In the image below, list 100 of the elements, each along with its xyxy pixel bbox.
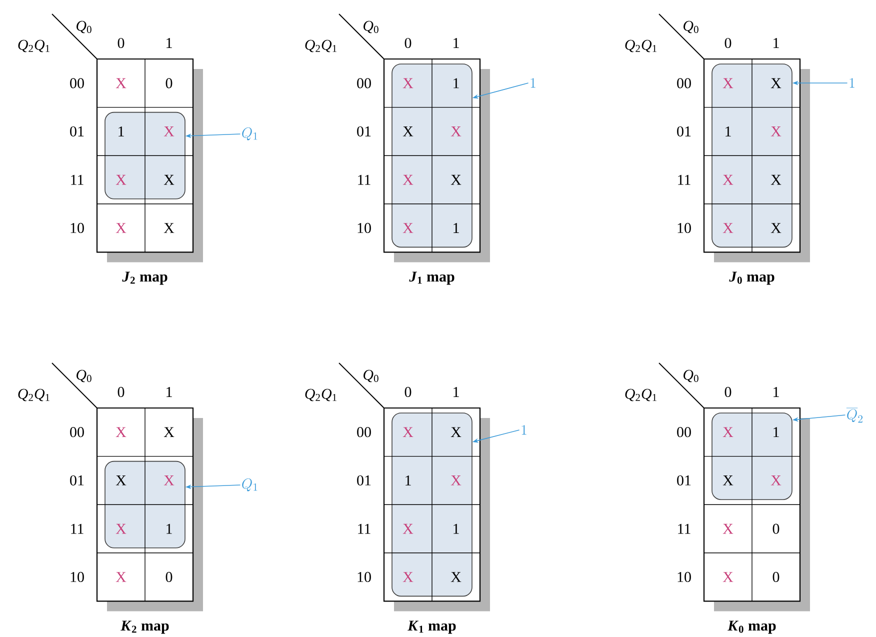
cell-value: X [450,427,462,437]
group-loop [392,64,472,248]
row-header: 10 [358,572,371,582]
cell-value: X [402,572,414,582]
cell-value: X [116,476,126,486]
expression-label: $Q_1$ [242,127,258,140]
cell-value: X [770,78,782,88]
row-header: 00 [357,78,371,88]
cell-value: X [722,572,734,582]
cell-value: X [722,427,734,437]
map-title: J$_{0}$ map [729,272,774,285]
variable-label: Q$_{2}$Q$_{1}$ [625,388,656,402]
cell-value: 1 [454,78,459,88]
cell-value: X [164,476,174,486]
cell-value: X [164,126,174,136]
row-header: 10 [70,572,84,582]
cell-value: X [116,427,126,437]
variable-label: Q$_{2}$Q$_{1}$ [305,40,336,52]
row-header: 10 [678,572,691,582]
group-loop [104,112,186,200]
column-header: 0 [724,386,732,398]
expression-label: $1$ [522,425,526,435]
variable-label: Q$_{2}$Q$_{1}$ [305,388,336,402]
cell-value: X [402,174,414,185]
cell-value: 1 [118,126,124,136]
map-title: J$_{1}$ map [409,272,454,285]
cell-value: X [770,223,782,233]
row-header: 00 [70,427,84,438]
cell-value: X [164,174,174,185]
cell-value: 1 [726,126,731,136]
cell-value: X [450,126,462,136]
column-header: 0 [118,386,124,398]
row-header: 01 [70,126,84,136]
column-header: 1 [774,387,779,397]
variable-label: Q$_{0}$ [684,370,698,382]
cell-value: X [722,174,734,185]
row-header: 01 [677,475,691,486]
cell-value: 1 [454,524,459,534]
cell-value: 1 [774,427,779,438]
group-loop [712,412,792,500]
column-header: 1 [774,38,779,48]
cell-value: 1 [406,475,411,486]
row-header: 11 [358,524,370,534]
cell-value: X [722,476,734,486]
variable-label: Q$_{2}$Q$_{1}$ [18,40,50,52]
cell-value: X [770,126,782,136]
cell-value: X [402,223,414,233]
group-loop [392,412,472,597]
expression-label: $\overline{Q}_2$ [846,408,862,423]
cell-value: X [770,476,782,486]
cell-value: X [450,572,462,582]
cell-value: X [116,78,126,88]
variable-label: Q$_{0}$ [76,20,92,34]
row-header: 10 [70,222,84,234]
column-header: 1 [454,38,459,48]
variable-label: Q$_{0}$ [364,20,378,34]
cell-value: X [164,223,174,233]
cell-value: X [116,572,126,582]
cell-value: 1 [454,223,459,233]
variable-label: Q$_{0}$ [364,370,378,382]
cell-value: X [722,223,734,233]
column-header: 0 [724,38,732,48]
row-header: 00 [677,78,691,88]
variable-label: Q$_{2}$Q$_{1}$ [18,388,50,402]
column-header: 1 [166,387,172,397]
row-header: 11 [678,524,690,534]
row-header: 01 [357,475,371,486]
cell-value: X [450,174,462,185]
map-title: K$_{2}$ map [120,620,169,634]
row-header: 01 [357,126,371,136]
row-header: 10 [678,222,691,234]
row-header: 11 [358,174,370,185]
group-loop [712,64,792,248]
column-header: 1 [166,38,172,48]
expression-label: $1$ [530,78,536,88]
cell-value: X [402,78,414,88]
cell-value: X [770,174,782,185]
cell-value: X [116,223,126,233]
row-header: 01 [677,126,691,136]
cell-value: X [450,476,462,486]
cell-value: X [116,524,126,534]
cell-value: 0 [166,78,172,88]
column-header: 1 [454,387,459,397]
row-header: 00 [677,427,691,438]
map-title: K$_{1}$ map [408,620,456,634]
variable-label: Q$_{0}$ [684,20,698,34]
expression-label: $1$ [850,78,854,88]
row-header: 11 [71,524,84,534]
expression-label: $Q_1$ [242,478,258,492]
column-header: 0 [118,38,124,48]
cell-value: X [402,524,414,534]
row-header: 00 [357,427,371,438]
variable-label: Q$_{0}$ [76,370,92,382]
cell-value: 0 [772,572,780,582]
map-title: K$_{0}$ map [728,620,776,634]
cell-value: X [722,78,734,88]
cell-value: X [116,174,126,185]
row-header: 00 [70,78,84,88]
cell-value: 0 [772,524,780,534]
variable-label: Q$_{2}$Q$_{1}$ [625,40,656,52]
